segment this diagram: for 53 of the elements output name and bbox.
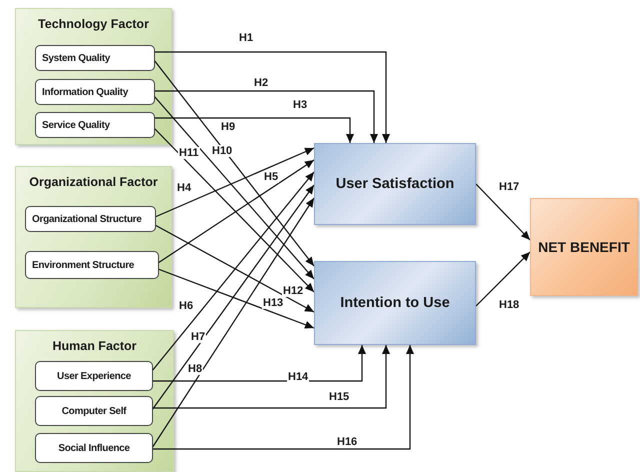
edge-label: H5 [263, 171, 280, 183]
edge-label: H17 [498, 181, 520, 193]
arrow [152, 345, 414, 450]
arrow [154, 117, 354, 143]
arrow [154, 51, 390, 143]
edge-label: H4 [176, 182, 192, 194]
edge-label: H10 [211, 145, 234, 157]
arrow [154, 90, 378, 143]
edge-label: H12 [282, 285, 304, 297]
factor-box: Organizational Structure [25, 206, 156, 232]
factor-box: System Quality [35, 45, 155, 71]
construct-box: Intention to Use [314, 261, 476, 345]
arrow [152, 172, 314, 372]
group-title: Organizational Factor [28, 175, 159, 189]
factor-box: Information Quality [35, 79, 155, 105]
arrow [152, 184, 314, 410]
edge-label: H7 [190, 331, 206, 343]
edge-label: H3 [292, 99, 308, 111]
edge-label: H18 [498, 299, 520, 311]
arrow [152, 198, 314, 448]
edge-label: H15 [328, 391, 350, 403]
group-title: Human Factor [51, 339, 138, 353]
arrow [476, 184, 530, 240]
edge-label: H9 [220, 121, 236, 133]
factor-box: Service Quality [35, 112, 155, 138]
arrow [154, 224, 314, 313]
arrow [154, 96, 314, 280]
outcome-box: NET BENEFIT [530, 198, 638, 296]
factor-box: Environment Structure [25, 251, 159, 279]
arrow [158, 268, 314, 329]
factor-box: Social Influence [35, 433, 153, 463]
edge-label: H13 [262, 297, 284, 309]
group-panel [15, 166, 172, 308]
group-panel [15, 8, 172, 145]
group-panel [15, 330, 174, 472]
group-title: Technology Factor [37, 17, 150, 31]
edge-label: H2 [253, 77, 270, 89]
arrow [152, 345, 390, 409]
edge-label: H16 [336, 436, 358, 448]
edge-label: H8 [187, 363, 204, 375]
edge-label: H1 [238, 32, 254, 44]
construct-box: User Satisfaction [314, 143, 476, 225]
edge-label: H6 [178, 300, 194, 312]
arrow [158, 160, 314, 264]
arrow [154, 128, 314, 292]
factor-box: User Experience [35, 361, 153, 391]
factor-box: Computer Self [35, 396, 153, 426]
arrow [154, 60, 314, 266]
edge-label: H14 [287, 371, 310, 383]
arrow [154, 147, 314, 218]
arrow [152, 345, 366, 382]
edge-label: H11 [178, 147, 200, 159]
arrow [476, 252, 530, 306]
